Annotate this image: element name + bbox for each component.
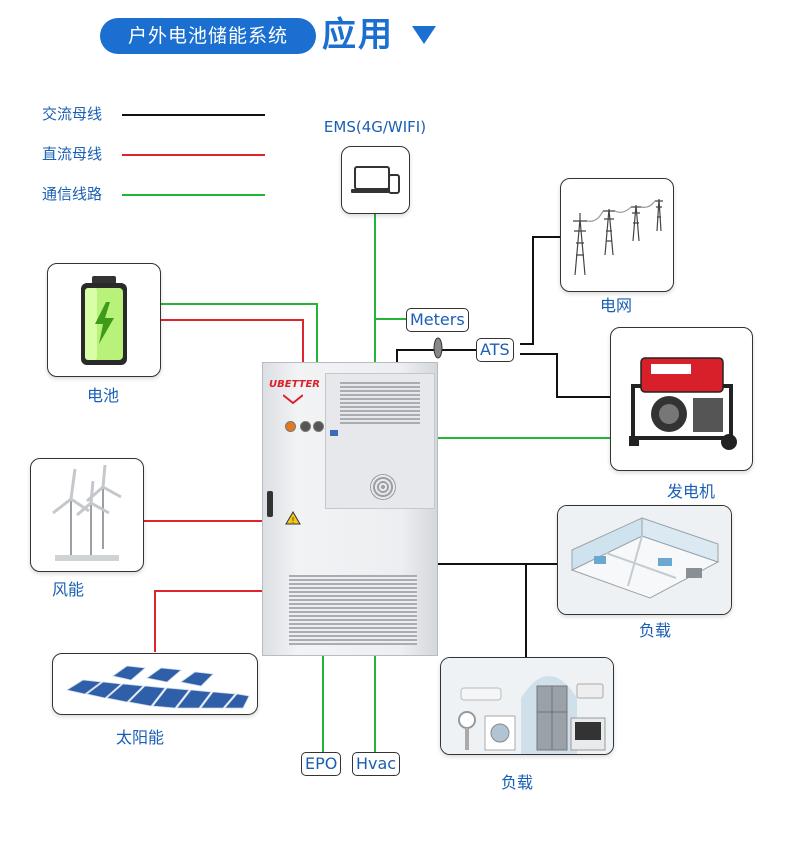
meters-tag: Meters bbox=[406, 308, 469, 332]
load-house-box bbox=[557, 505, 732, 615]
house-load-icon bbox=[558, 506, 731, 614]
ac-vent-top bbox=[340, 382, 420, 424]
wind-turbine-icon bbox=[52, 464, 122, 561]
warning-icon: ! bbox=[285, 511, 301, 525]
battery-icon bbox=[81, 276, 127, 365]
epo-tag: EPO bbox=[301, 752, 342, 776]
generator-label: 发电机 bbox=[666, 482, 715, 501]
legend-comm-label: 通信线路 bbox=[42, 185, 103, 203]
wire-epo bbox=[322, 654, 324, 752]
power-tower-icon bbox=[573, 198, 663, 276]
laptop-phone-icon bbox=[351, 166, 400, 194]
cabinet-brand: UBETTER bbox=[269, 379, 320, 390]
load-2-label: 负载 bbox=[500, 773, 533, 792]
wire-ats-grid-h bbox=[520, 343, 534, 345]
wire-battery-comm-v bbox=[316, 303, 318, 362]
wire-meters bbox=[376, 318, 406, 320]
door-handle[interactable] bbox=[267, 491, 273, 517]
legend-dc-line bbox=[122, 154, 265, 156]
solar-box bbox=[52, 653, 258, 715]
hvac-tag: Hvac bbox=[352, 752, 401, 776]
wire-wind-dc bbox=[144, 520, 262, 522]
ems-box bbox=[341, 146, 410, 214]
wire-load-1 bbox=[436, 563, 557, 565]
appliances-icon bbox=[441, 658, 613, 754]
wire-load-2 bbox=[525, 563, 527, 657]
wire-generator-comm bbox=[436, 437, 610, 439]
wire-ats-grid-v bbox=[532, 236, 534, 345]
grid-box bbox=[560, 178, 674, 292]
emergency-stop-button[interactable] bbox=[285, 421, 296, 432]
cabinet-bottom-vent bbox=[289, 575, 417, 645]
svg-text:!: ! bbox=[291, 516, 294, 525]
grid-label: 电网 bbox=[599, 296, 632, 315]
wind-label: 风能 bbox=[51, 580, 84, 599]
title-accent: 应用 bbox=[322, 15, 394, 55]
wind-box bbox=[30, 458, 144, 572]
generator-box bbox=[610, 327, 753, 471]
ac-fan bbox=[370, 474, 396, 500]
ems-label: EMS(4G/WIFI) bbox=[323, 118, 427, 136]
load-1-label: 负载 bbox=[638, 621, 671, 640]
load-appliance-box bbox=[440, 657, 614, 755]
air-conditioner bbox=[325, 373, 435, 509]
solar-panel-icon bbox=[65, 665, 250, 709]
legend-dc-label: 直流母线 bbox=[42, 145, 103, 163]
wire-ems bbox=[374, 214, 376, 362]
wire-hvac bbox=[374, 654, 376, 752]
legend-ac-label: 交流母线 bbox=[42, 105, 103, 123]
wire-battery-comm-h bbox=[160, 303, 318, 305]
wire-battery-dc-v bbox=[302, 319, 304, 362]
wire-ats-grid-top bbox=[532, 236, 560, 238]
switch-knob-1[interactable] bbox=[300, 421, 311, 432]
ess-cabinet: UBETTER ! bbox=[262, 362, 438, 656]
generator-icon bbox=[629, 357, 737, 450]
chevron-down-icon bbox=[412, 26, 436, 44]
brand-logo-icon bbox=[283, 394, 303, 405]
wire-ats-gen-h bbox=[520, 353, 558, 355]
solar-label: 太阳能 bbox=[115, 728, 164, 747]
title-pill: 户外电池储能系统 bbox=[100, 18, 316, 54]
legend-comm-line bbox=[122, 194, 265, 196]
legend-ac-line bbox=[122, 114, 265, 116]
wire-ac-up bbox=[396, 349, 398, 364]
switch-knob-2[interactable] bbox=[313, 421, 324, 432]
ac-logo bbox=[330, 430, 338, 436]
battery-box bbox=[47, 263, 161, 377]
wire-ats-gen-v bbox=[556, 353, 558, 398]
wire-solar-dc-h bbox=[154, 590, 262, 592]
wire-battery-dc-h bbox=[160, 319, 304, 321]
wire-solar-dc-v bbox=[154, 590, 156, 652]
breaker-icon bbox=[433, 337, 443, 359]
wire-ats-gen-bottom bbox=[556, 396, 610, 398]
battery-label: 电池 bbox=[86, 386, 119, 405]
ats-tag: ATS bbox=[476, 338, 514, 362]
